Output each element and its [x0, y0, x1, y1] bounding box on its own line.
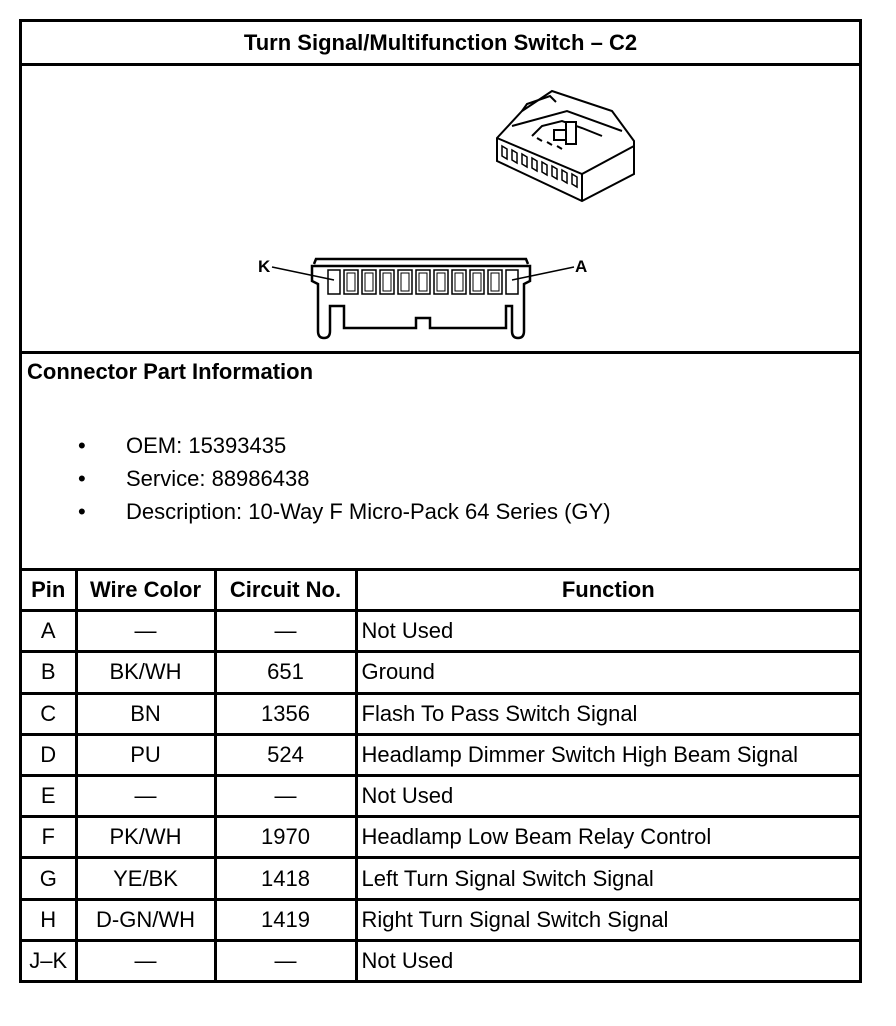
table-row: H D-GN/WH 1419 Right Turn Signal Switch …	[22, 897, 859, 942]
function-cell: Right Turn Signal Switch Signal	[354, 897, 859, 942]
pin-cell: H	[22, 897, 78, 942]
pin-cell: B	[22, 650, 78, 695]
circuit-cell: —	[213, 609, 358, 654]
pin-cell: J–K	[22, 938, 78, 980]
function-cell: Flash To Pass Switch Signal	[354, 691, 859, 736]
wire-color-cell: PK/WH	[74, 815, 217, 860]
table-row: G YE/BK 1418 Left Turn Signal Switch Sig…	[22, 856, 859, 901]
header-wire-color: Wire Color	[74, 571, 217, 613]
function-cell: Headlamp Low Beam Relay Control	[354, 815, 859, 860]
table-row: D PU 524 Headlamp Dimmer Switch High Bea…	[22, 732, 859, 777]
wire-color-cell: —	[74, 938, 217, 980]
pin-callouts	[271, 266, 575, 281]
header-circuit-no: Circuit No.	[213, 571, 358, 613]
function-cell: Headlamp Dimmer Switch High Beam Signal	[354, 732, 859, 777]
info-heading: Connector Part Information	[27, 359, 314, 384]
table-header-row: Pin Wire Color Circuit No. Function	[22, 571, 859, 613]
sheet-title: Turn Signal/Multifunction Switch – C2	[22, 22, 859, 66]
header-function: Function	[354, 571, 859, 613]
table-row: C BN 1356 Flash To Pass Switch Signal	[22, 691, 859, 736]
bullet-icon: •	[78, 433, 86, 458]
connector-drawing: K A	[258, 89, 635, 340]
function-cell: Not Used	[354, 773, 859, 819]
wire-color-cell: PU	[74, 732, 217, 777]
function-cell: Not Used	[354, 609, 859, 654]
circuit-cell: 1418	[213, 856, 358, 901]
wire-color-cell: —	[74, 773, 217, 819]
function-cell: Left Turn Signal Switch Signal	[354, 856, 859, 901]
connector-3d-illustration	[496, 89, 635, 203]
connector-description: Description: 10-Way F Micro-Pack 64 Seri…	[126, 499, 611, 524]
pin-cell: F	[22, 815, 78, 860]
table-row: F PK/WH 1970 Headlamp Low Beam Relay Con…	[22, 815, 859, 860]
connector-part-information: Connector Part Information • OEM: 153934…	[22, 354, 859, 571]
pinout-table: Pin Wire Color Circuit No. Function A — …	[22, 571, 859, 980]
pin-label-k: K	[258, 257, 271, 276]
circuit-cell: —	[213, 938, 358, 980]
oem-number: OEM: 15393435	[126, 433, 287, 458]
circuit-cell: —	[213, 773, 358, 819]
circuit-cell: 1419	[213, 897, 358, 942]
bullet-icon: •	[78, 466, 86, 491]
wire-color-cell: D-GN/WH	[74, 897, 217, 942]
pin-cell: E	[22, 773, 78, 819]
table-row: B BK/WH 651 Ground	[22, 650, 859, 695]
pin-label-a: A	[575, 257, 587, 276]
connector-face-view	[310, 257, 532, 340]
wire-color-cell: YE/BK	[74, 856, 217, 901]
circuit-cell: 524	[213, 732, 358, 777]
circuit-cell: 1356	[213, 691, 358, 736]
service-number: Service: 88986438	[126, 466, 310, 491]
connector-diagram: K A	[22, 66, 859, 354]
wire-color-cell: BK/WH	[74, 650, 217, 695]
bullet-icon: •	[78, 499, 86, 524]
function-cell: Not Used	[354, 938, 859, 980]
table-row: E — — Not Used	[22, 773, 859, 819]
pin-cell: D	[22, 732, 78, 777]
pin-cell: C	[22, 691, 78, 736]
pin-cell: G	[22, 856, 78, 901]
wire-color-cell: BN	[74, 691, 217, 736]
pin-cell: A	[22, 609, 78, 654]
header-pin: Pin	[22, 571, 78, 613]
connector-sheet: Turn Signal/Multifunction Switch – C2	[19, 19, 862, 983]
table-row: J–K — — Not Used	[22, 938, 859, 980]
table-row: A — — Not Used	[22, 609, 859, 654]
circuit-cell: 651	[213, 650, 358, 695]
circuit-cell: 1970	[213, 815, 358, 860]
wire-color-cell: —	[74, 609, 217, 654]
function-cell: Ground	[354, 650, 859, 695]
